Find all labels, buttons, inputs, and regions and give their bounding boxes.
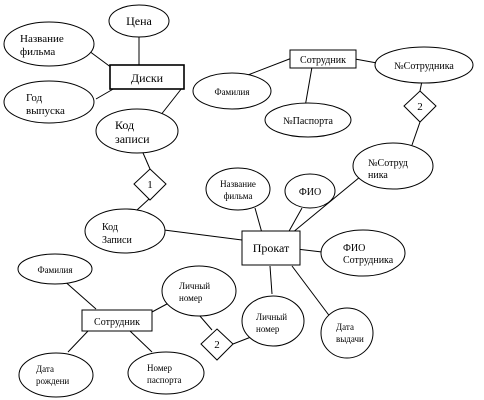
- attr-surname-bottom[interactable]: [17, 253, 93, 285]
- line-code-rental: [163, 229, 243, 241]
- attr-birth-date-line1: Дата: [36, 364, 54, 374]
- entity-rental-label: Прокат: [253, 241, 290, 255]
- relationship-employee-top-label: 2: [417, 101, 423, 113]
- attr-birth-date[interactable]: [18, 352, 94, 398]
- line-year-disks: [95, 87, 116, 100]
- attr-employee-no-top-label: №Сотрудника: [394, 61, 454, 72]
- attr-employee-fio[interactable]: [320, 229, 406, 277]
- attr-release-year[interactable]: [3, 80, 95, 124]
- line-employee-empno: [354, 58, 378, 64]
- attr-phone-no[interactable]: [127, 351, 205, 395]
- attr-price[interactable]: [108, 4, 170, 38]
- relationship-employee-top[interactable]: [403, 90, 437, 123]
- attr-rental-film-title[interactable]: [205, 167, 271, 211]
- attr-personal-no-bottom-line1: Личный: [179, 281, 210, 291]
- attr-personal-no-rental[interactable]: [241, 295, 305, 347]
- attr-personal-no-rental-line1: Личный: [256, 312, 287, 322]
- line-employee2-birth: [67, 330, 89, 353]
- attr-personal-no-bottom-line2: номер: [179, 293, 203, 303]
- attr-film-title-line1: Название: [20, 33, 64, 45]
- attr-issue-date-line2: выдачи: [336, 334, 364, 344]
- line-filmtitle-rental: [254, 207, 263, 234]
- attr-employee-no-rental-line2: ника: [368, 170, 388, 181]
- line-rental-issue: [291, 265, 335, 323]
- line-code-disks: [159, 87, 183, 117]
- attr-personal-no-rental-line2: номер: [256, 324, 280, 334]
- line-employee2-phone: [129, 330, 153, 353]
- attr-birth-date-line2: рождени: [36, 376, 69, 386]
- line-surname-employee2: [61, 278, 97, 310]
- attr-release-year-line2: выпуска: [26, 105, 65, 117]
- attr-record-code-disks-line2: записи: [115, 132, 150, 146]
- relationship-employee-bottom-label: 2: [214, 339, 220, 351]
- entity-employee-bottom-label: Сотрудник: [94, 317, 140, 328]
- attr-passport-no-label: №Паспорта: [283, 116, 333, 127]
- entity-employee-bottom[interactable]: [81, 309, 153, 332]
- attr-record-code-disks[interactable]: [95, 108, 179, 154]
- attr-employee-fio-line1: ФИО: [343, 243, 365, 254]
- entity-disks-label: Диски: [131, 71, 164, 85]
- attr-employee-no-rental[interactable]: [352, 142, 434, 190]
- attr-phone-no-line1: Номер: [147, 363, 173, 373]
- attr-record-code-rental[interactable]: [84, 208, 166, 254]
- attr-surname-top-label: Фамилия: [214, 87, 249, 97]
- attr-film-title-line2: фильма: [20, 46, 55, 58]
- attr-surname-bottom-label: Фамилия: [37, 265, 72, 275]
- attr-personal-no-bottom[interactable]: [161, 265, 237, 317]
- attr-price-label: Цена: [126, 14, 152, 28]
- attr-phone-no-line2: паспорта: [147, 375, 182, 385]
- relationship-disks-rental-label: 1: [147, 179, 153, 191]
- entity-employee-top[interactable]: [289, 49, 357, 69]
- attr-employee-fio-line2: Сотрудника: [343, 255, 394, 266]
- entity-disks[interactable]: [109, 64, 185, 90]
- attr-release-year-line1: Год: [26, 92, 43, 104]
- attr-surname-top[interactable]: [192, 72, 272, 110]
- attr-issue-date[interactable]: [320, 307, 374, 359]
- line-passport-employee: [304, 66, 313, 108]
- line-fio-rental: [287, 207, 303, 234]
- attr-record-code-rental-line2: Записи: [102, 235, 132, 246]
- line-rental-personal: [269, 265, 273, 295]
- entity-employee-top-label: Сотрудник: [300, 55, 346, 66]
- attr-record-code-disks-line1: Код: [115, 118, 134, 132]
- attr-issue-date-line1: Дата: [336, 322, 354, 332]
- attr-rental-film-title-line2: фильма: [224, 191, 253, 201]
- entity-rental[interactable]: [241, 230, 301, 266]
- line-rel3-personal: [232, 336, 252, 345]
- attr-rental-film-title-line1: Название: [220, 179, 256, 189]
- attr-passport-no[interactable]: [264, 102, 352, 138]
- line-rel1-code: [136, 198, 150, 211]
- attr-employee-no-rental-line1: №Сотруд: [368, 158, 408, 169]
- relationship-employee-bottom[interactable]: [200, 328, 234, 361]
- attr-fio[interactable]: [284, 173, 336, 209]
- attr-employee-no-top[interactable]: [374, 46, 474, 84]
- attr-fio-label: ФИО: [299, 187, 321, 198]
- attr-film-title[interactable]: [3, 21, 95, 67]
- relationship-disks-rental[interactable]: [133, 168, 167, 201]
- attr-record-code-rental-line1: Код: [102, 222, 118, 233]
- line-rel2-empno: [411, 121, 421, 146]
